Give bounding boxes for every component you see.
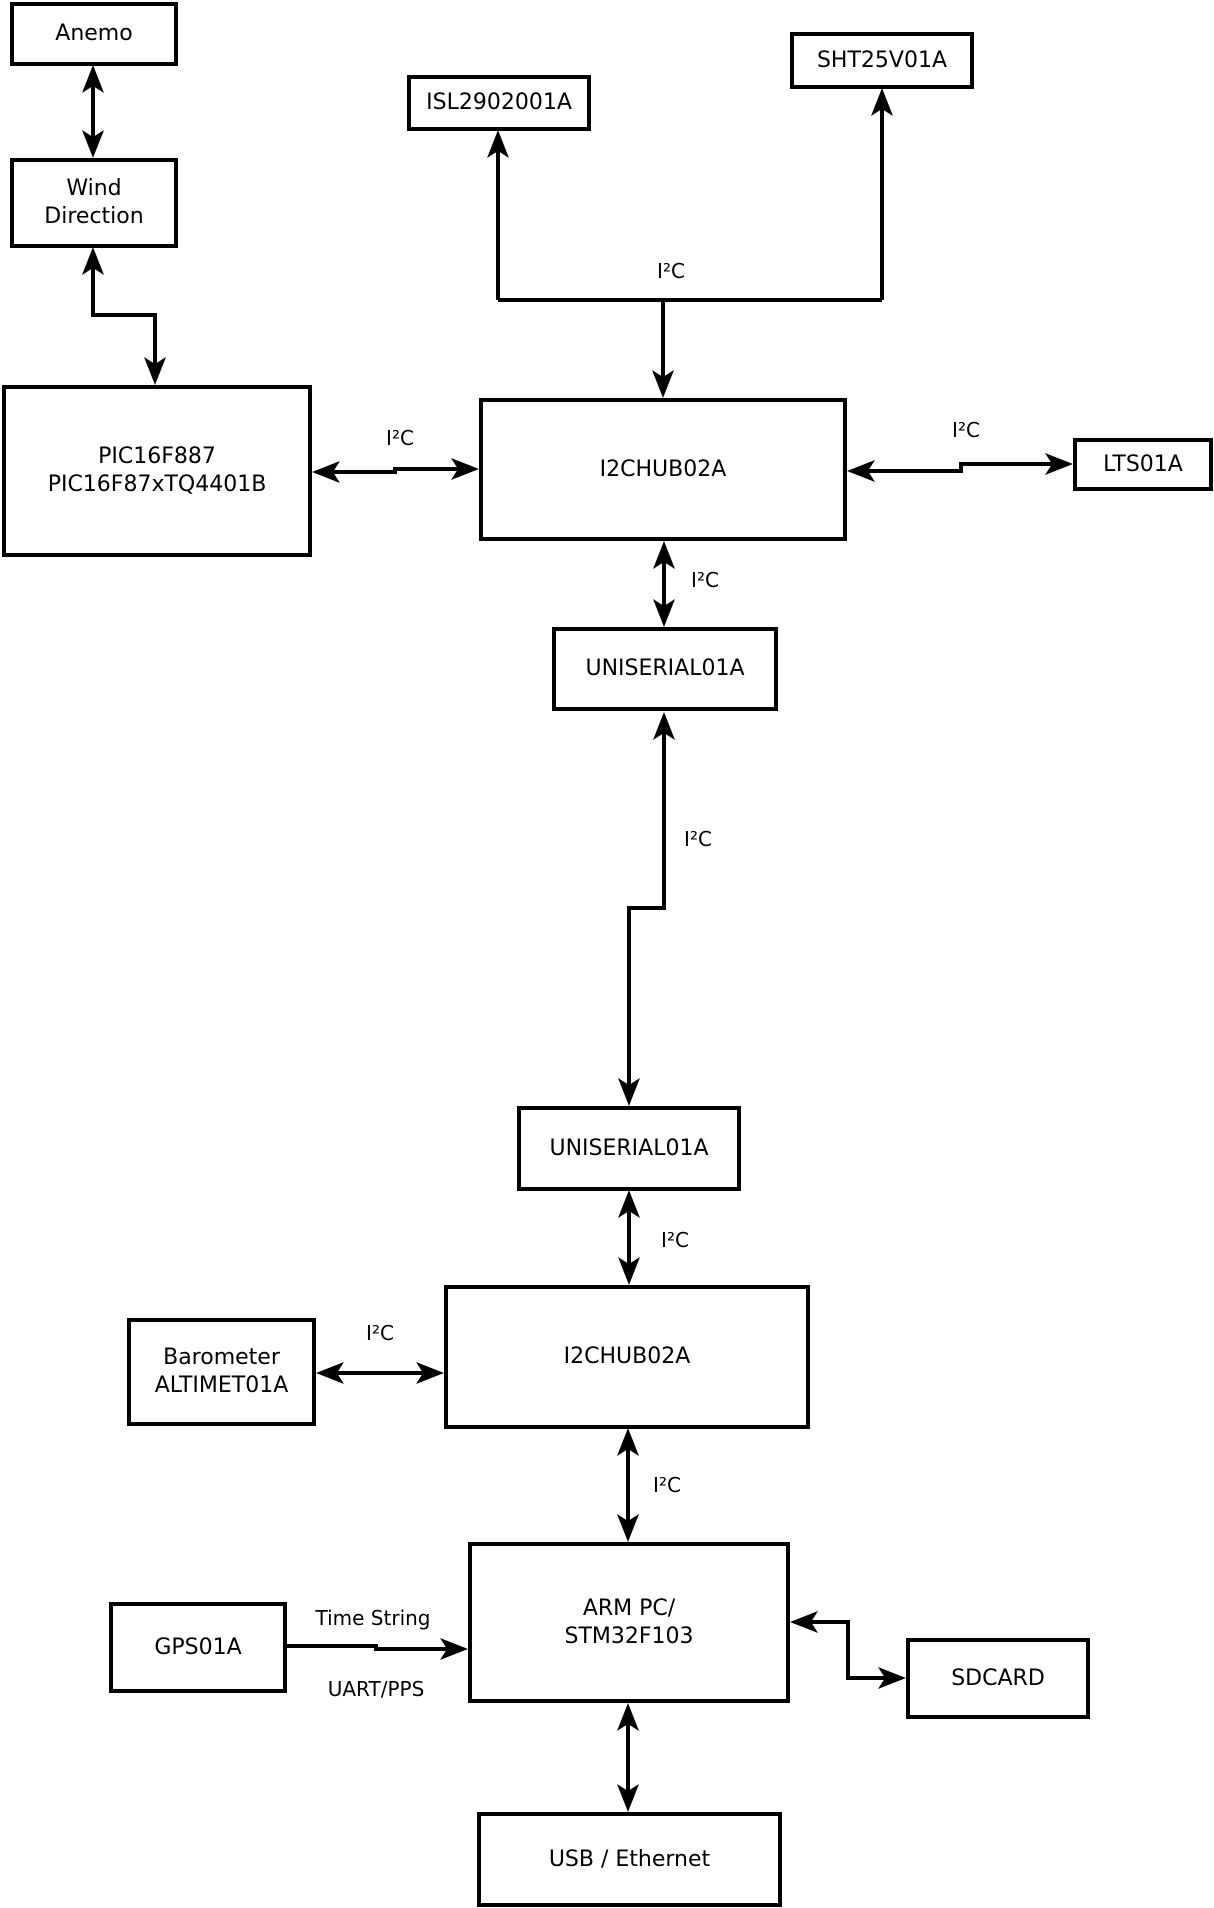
node-pic16f887: PIC16F887 PIC16F87xTQ4401B (2, 385, 312, 557)
connector-uniserial1-uniserial2 (618, 712, 675, 1106)
edge-label-i2c-uniserial1-uniserial2: I²C (684, 827, 712, 851)
node-wind-direction-label-line2: Direction (44, 204, 144, 229)
connector-pic-hub1 (312, 458, 479, 483)
arrowheads (790, 1611, 906, 1689)
connector-arm-sdcard (790, 1611, 906, 1689)
node-lts01a: LTS01A (1073, 438, 1213, 491)
connector-line (867, 462, 1053, 473)
connector-line (627, 732, 666, 1086)
connector-gps-arm (287, 1638, 468, 1660)
edge-label-time-string: Time String (315, 1606, 431, 1630)
connector-i2c-top-bus (487, 88, 893, 398)
node-barometer-label-line2: ALTIMET01A (154, 1373, 289, 1398)
connector-wind-pic (82, 247, 166, 385)
node-wind-direction-label-line1: Wind (66, 176, 122, 201)
arrowheads (653, 541, 675, 627)
arrowheads (487, 88, 893, 398)
connector-barometer-hub2 (316, 1362, 444, 1384)
node-sdcard-label: SDCARD (951, 1665, 1045, 1691)
node-anemo: Anemo (10, 2, 178, 66)
node-pic16f887-label-line2: PIC16F87xTQ4401B (47, 472, 267, 497)
connector-line (810, 1620, 886, 1680)
arrowheads (440, 1638, 468, 1660)
node-arm-pc-stm32f103: ARM PC/ STM32F103 (468, 1542, 790, 1703)
node-gps01a-label: GPS01A (154, 1634, 242, 1660)
node-sdcard: SDCARD (906, 1638, 1090, 1719)
connector-anemo-wind (82, 65, 104, 158)
edge-label-i2c-uniserial2-hub2: I²C (661, 1228, 689, 1252)
node-arm-pc-label-line2: STM32F103 (564, 1623, 694, 1649)
node-barometer-altimet01a: Barometer ALTIMET01A (127, 1318, 316, 1426)
node-isl2902001a: ISL2902001A (407, 75, 591, 131)
connector-line (496, 108, 884, 378)
arrowheads (82, 247, 166, 385)
node-i2chub02a-bottom: I2CHUB02A (444, 1285, 810, 1429)
node-i2chub02a-bottom-label: I2CHUB02A (563, 1344, 691, 1369)
edge-label-i2c-top-bus: I²C (657, 259, 685, 283)
node-sht25v01a: SHT25V01A (790, 32, 974, 89)
node-anemo-label: Anemo (55, 21, 133, 46)
node-i2chub02a-top: I2CHUB02A (479, 398, 847, 541)
connector-line (91, 266, 157, 366)
node-pic16f887-label-line1: PIC16F887 (98, 444, 216, 469)
edge-label-i2c-barometer-hub2: I²C (366, 1321, 394, 1345)
edge-label-i2c-hub1-lts: I²C (952, 418, 980, 442)
node-uniserial01a-top-label: UNISERIAL01A (585, 656, 745, 681)
node-i2chub02a-top-label: I2CHUB02A (599, 456, 727, 482)
arrowheads (618, 1190, 640, 1285)
edge-label-i2c-hub2-arm: I²C (653, 1473, 681, 1497)
connector-uniserial2-hub2 (618, 1190, 640, 1285)
node-arm-pc-label-line1: ARM PC/ (582, 1595, 676, 1621)
edge-label-i2c-hub1-uniserial1: I²C (691, 568, 719, 592)
node-usb-ethernet-label: USB / Ethernet (548, 1846, 711, 1872)
node-isl2902001a-label: ISL2902001A (426, 90, 572, 115)
node-uniserial01a-bottom: UNISERIAL01A (517, 1106, 741, 1191)
node-uniserial01a-bottom-label: UNISERIAL01A (549, 1135, 709, 1161)
node-usb-ethernet: USB / Ethernet (477, 1812, 782, 1907)
connector-hub1-lts (847, 453, 1073, 482)
node-sht25v01a-label: SHT25V01A (816, 47, 948, 73)
node-lts01a-label: LTS01A (1103, 451, 1183, 477)
node-uniserial01a-top: UNISERIAL01A (552, 627, 778, 711)
node-barometer-label-line1: Barometer (163, 1345, 280, 1370)
edge-label-i2c-pic-hub1: I²C (386, 426, 414, 450)
connector-arm-usb (617, 1703, 639, 1812)
node-wind-direction: Wind Direction (10, 158, 178, 248)
connector-hub2-arm (617, 1428, 639, 1542)
connector-line (287, 1644, 448, 1651)
node-gps01a: GPS01A (109, 1602, 287, 1693)
edge-label-uart-pps: UART/PPS (327, 1677, 425, 1701)
connector-hub1-uniserial1 (653, 541, 675, 627)
arrowheads (847, 453, 1073, 482)
arrowheads (82, 65, 104, 158)
connector-line (332, 467, 459, 474)
